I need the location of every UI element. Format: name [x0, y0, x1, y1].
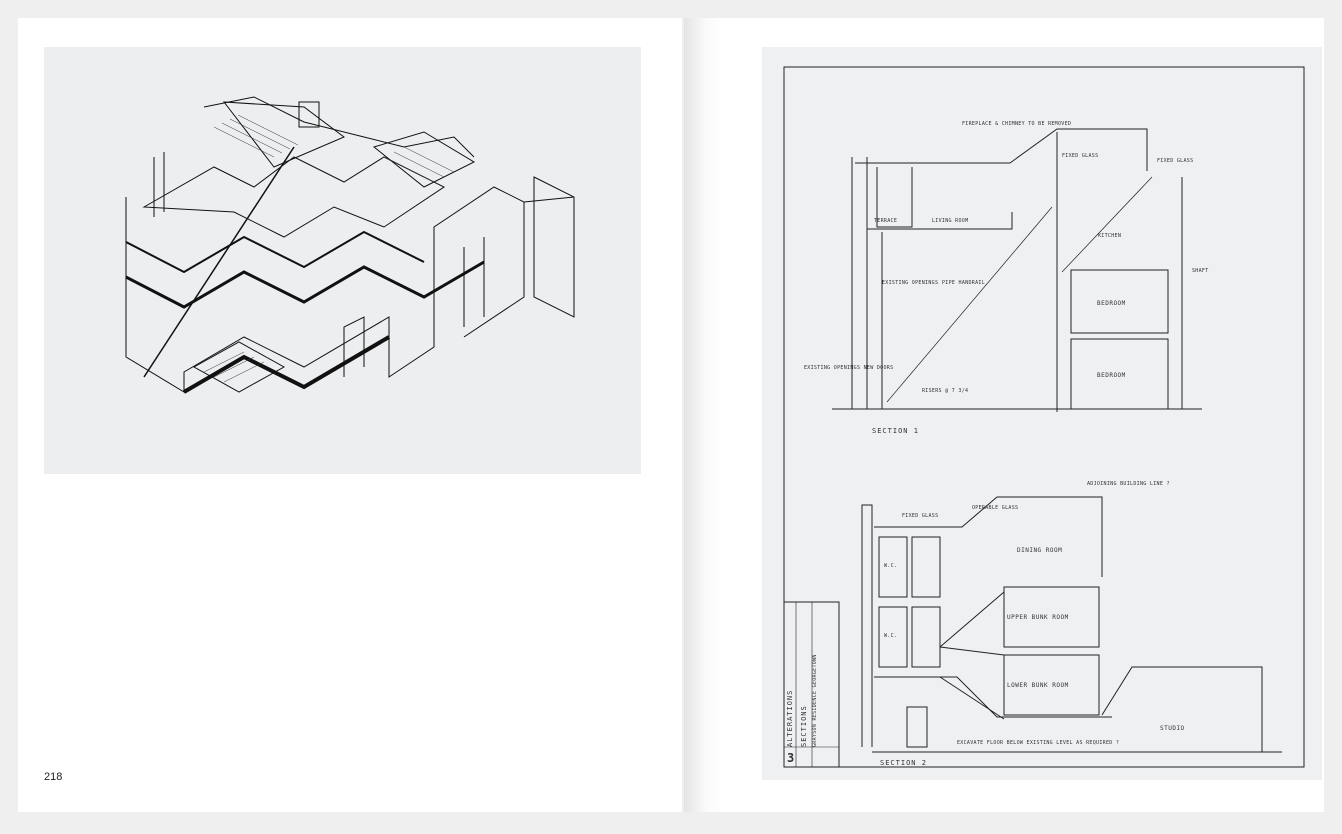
label-risers: RISERS @ 7 3/4: [922, 388, 968, 394]
right-page: FIREPLACE & CHIMNEY TO BE REMOVED FIXED …: [684, 18, 1324, 812]
section-drawing-plate: FIREPLACE & CHIMNEY TO BE REMOVED FIXED …: [762, 47, 1322, 780]
sheet-border: [783, 66, 1305, 768]
axonometric-drawing-plate: [44, 47, 641, 474]
label-studio: STUDIO: [1160, 725, 1185, 732]
section-2-drawing: [861, 496, 1282, 753]
label-fireplace: FIREPLACE & CHIMNEY TO BE REMOVED: [962, 121, 1071, 127]
label-existing-openings: EXISTING OPENINGS: [882, 280, 938, 286]
label-shaft: SHAFT: [1192, 268, 1209, 274]
label-wc-1: W.C.: [884, 563, 897, 569]
label-fixed-glass-2: FIXED GLASS: [1157, 158, 1193, 164]
title-block-client: GRAYSON RESIDENCE GEORGETOWN: [812, 654, 818, 747]
label-adjoining-building: ADJOINING BUILDING LINE ?: [1087, 481, 1170, 487]
section-1-title: SECTION 1: [872, 427, 919, 435]
section-2-title: SECTION 2: [880, 759, 927, 767]
architectural-section-sheet: FIREPLACE & CHIMNEY TO BE REMOVED FIXED …: [783, 66, 1305, 768]
sheet-number: 3: [787, 751, 794, 765]
title-block: SECTIONS ALTERATIONS GRAYSON RESIDENCE G…: [783, 601, 840, 768]
label-living-room: LIVING ROOM: [932, 218, 968, 224]
label-fixed-glass-s2: FIXED GLASS: [902, 513, 938, 519]
label-pipe-handrail: PIPE HANDRAIL: [942, 280, 985, 286]
label-kitchen: KITCHEN: [1098, 233, 1121, 239]
label-operable-glass: OPERABLE GLASS: [972, 505, 1018, 511]
label-wc-2: W.C.: [884, 633, 897, 639]
label-dining-room: DINING ROOM: [1017, 547, 1062, 554]
label-terrace: TERRACE: [874, 218, 897, 224]
label-lower-bunk-room: LOWER BUNK ROOM: [1007, 682, 1069, 689]
section-1-labels: FIREPLACE & CHIMNEY TO BE REMOVED FIXED …: [804, 121, 1209, 435]
label-bedroom-lower: BEDROOM: [1097, 372, 1126, 379]
page-number: 218: [44, 771, 63, 783]
label-upper-bunk-room: UPPER BUNK ROOM: [1007, 614, 1069, 621]
title-block-project: ALTERATIONS: [786, 690, 794, 747]
label-fixed-glass: FIXED GLASS: [1062, 153, 1098, 159]
title-block-title: SECTIONS: [800, 705, 808, 747]
label-existing-doors: EXISTING OPENINGS NEW DOORS: [804, 365, 893, 371]
section-2-labels: DINING ROOM UPPER BUNK ROOM LOWER BUNK R…: [880, 481, 1185, 767]
label-bedroom-upper: BEDROOM: [1097, 300, 1126, 307]
left-page: 218: [18, 18, 682, 812]
axonometric-cutaway-drawing: [125, 96, 575, 394]
label-excavate: EXCAVATE FLOOR BELOW EXISTING LEVEL AS R…: [957, 740, 1119, 746]
section-1-drawing: [832, 128, 1202, 412]
